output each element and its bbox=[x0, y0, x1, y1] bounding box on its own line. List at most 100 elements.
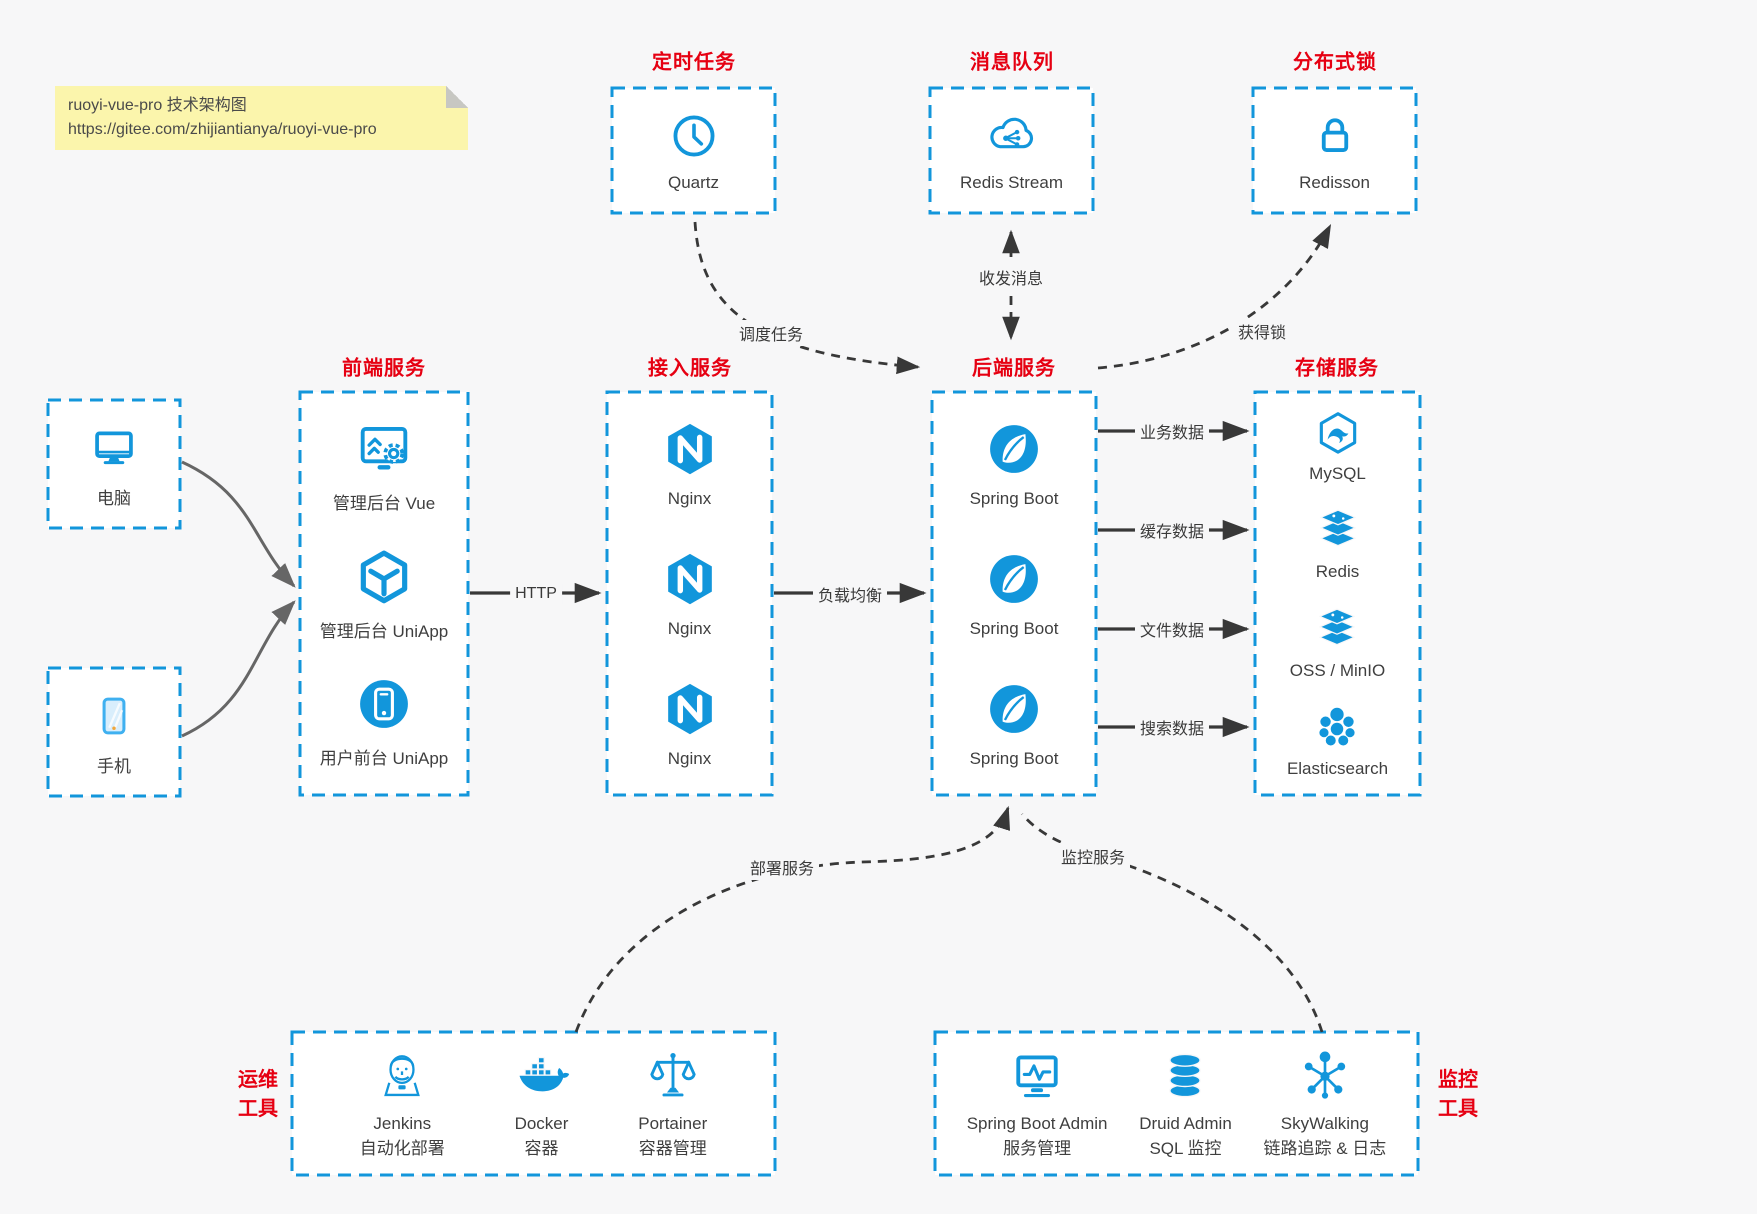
admin-vue-label: 管理后台 Vue bbox=[332, 494, 436, 513]
spring-boot-icon bbox=[990, 685, 1038, 733]
sba-node: Spring Boot Admin 服务管理 bbox=[967, 1046, 1108, 1162]
druid-desc: SQL 监控 bbox=[1149, 1139, 1222, 1158]
admin-vue-node: 管理后台 Vue bbox=[333, 418, 435, 514]
jenkins-node: Jenkins 自动化部署 bbox=[360, 1046, 445, 1162]
note-url: https://gitee.com/zhijiantianya/ruoyi-vu… bbox=[68, 121, 377, 138]
edge-deploy-arrow bbox=[574, 805, 1010, 1033]
portainer-name: Portainer bbox=[638, 1113, 708, 1133]
springboot-label-3: Spring Boot bbox=[969, 749, 1059, 768]
note-title: ruoyi-vue-pro 技术架构图 bbox=[68, 97, 247, 114]
portainer-node: Portainer 容器管理 bbox=[638, 1046, 707, 1162]
portainer-scales-icon bbox=[650, 1052, 696, 1096]
pc-label: 电脑 bbox=[97, 488, 131, 508]
edge-label-biz-data: 业务数据 bbox=[1134, 418, 1210, 444]
mysql-label: MySQL bbox=[1309, 464, 1366, 483]
spring-boot-icon bbox=[990, 555, 1038, 603]
redis-label: Redis bbox=[1315, 562, 1360, 582]
sba-name: Spring Boot Admin bbox=[966, 1113, 1108, 1133]
jenkins-name: Jenkins bbox=[373, 1113, 432, 1133]
storage-services-group: MySQL Redis bbox=[1255, 392, 1420, 795]
edge-label-lock: 获得锁 bbox=[1232, 318, 1292, 344]
edge-label-search-data: 搜索数据 bbox=[1134, 714, 1210, 740]
edge-label-deploy: 部署服务 bbox=[744, 854, 820, 880]
nginx-label-2: Nginx bbox=[667, 619, 712, 638]
edge-label-monitor: 监控服务 bbox=[1055, 843, 1131, 869]
phone-label: 手机 bbox=[97, 756, 131, 776]
title-backend-services: 后端服务 bbox=[972, 357, 1056, 380]
edge-pc-to-frontend bbox=[181, 460, 296, 588]
docker-icon bbox=[519, 1056, 569, 1091]
springboot-node-2: Spring Boot bbox=[969, 548, 1059, 639]
nginx-icon bbox=[667, 553, 712, 605]
pc-client-node: 电脑 bbox=[48, 400, 180, 528]
nginx-icon bbox=[667, 423, 712, 475]
druid-name: Druid Admin bbox=[1139, 1113, 1232, 1133]
docker-desc: 容器 bbox=[524, 1139, 559, 1158]
ops-tools-group: Jenkins 自动化部署 Docker 容器 bbox=[292, 1032, 775, 1175]
jenkins-desc: 自动化部署 bbox=[359, 1139, 445, 1158]
nginx-label-3: Nginx bbox=[667, 749, 712, 768]
mobile-app-circle-icon bbox=[360, 680, 408, 728]
springboot-node-1: Spring Boot bbox=[969, 418, 1059, 509]
mysql-node: MySQL bbox=[1309, 408, 1366, 484]
jenkins-icon bbox=[384, 1054, 421, 1096]
monitor-title-line1: 监控 bbox=[1438, 1069, 1478, 1091]
edge-lock-arrow bbox=[1097, 224, 1332, 370]
elasticsearch-node: Elasticsearch bbox=[1287, 703, 1388, 779]
quartz-label: Quartz bbox=[667, 172, 720, 192]
phone-client-node: 手机 bbox=[48, 668, 180, 796]
redisson-label: Redisson bbox=[1299, 172, 1370, 192]
sba-desc: 服务管理 bbox=[1003, 1139, 1072, 1158]
monitor-tools-group: Spring Boot Admin 服务管理 Druid Admin SQL 监… bbox=[935, 1032, 1418, 1175]
redis-stream-label: Redis Stream bbox=[960, 172, 1063, 192]
nginx-node-1: Nginx bbox=[659, 418, 721, 509]
docker-name: Docker bbox=[514, 1113, 569, 1133]
title-scheduled-jobs: 定时任务 bbox=[652, 51, 736, 74]
skywalking-name: SkyWalking bbox=[1280, 1113, 1369, 1133]
uniapp-cube-icon bbox=[360, 550, 408, 603]
redis-stream-node: Redis Stream bbox=[930, 88, 1093, 213]
mysql-icon bbox=[1319, 412, 1356, 454]
springboot-node-3: Spring Boot bbox=[969, 678, 1059, 769]
edge-label-message: 收发消息 bbox=[973, 264, 1049, 290]
redis-node: Redis bbox=[1313, 506, 1363, 582]
springboot-label-1: Spring Boot bbox=[969, 489, 1059, 508]
cloud-share-icon bbox=[989, 117, 1033, 148]
backend-services-group: Spring Boot Spring Boot Spring Boot bbox=[932, 392, 1096, 795]
user-uniapp-label: 用户前台 UniApp bbox=[319, 749, 449, 768]
nginx-icon bbox=[667, 683, 712, 735]
monitor-title-line2: 工具 bbox=[1438, 1098, 1478, 1120]
ops-title-line1: 运维 bbox=[238, 1069, 278, 1091]
nginx-node-2: Nginx bbox=[659, 548, 721, 639]
admin-uniapp-node: 管理后台 UniApp bbox=[320, 546, 448, 642]
quartz-node: Quartz bbox=[612, 88, 775, 213]
title-frontend-services: 前端服务 bbox=[342, 357, 426, 380]
sticky-note: ruoyi-vue-pro 技术架构图 https://gitee.com/zh… bbox=[55, 86, 468, 150]
oss-minio-node: OSS / MinIO bbox=[1290, 605, 1385, 681]
title-storage-services: 存储服务 bbox=[1295, 357, 1379, 380]
ops-title-line2: 工具 bbox=[238, 1098, 278, 1120]
druid-node: Druid Admin SQL 监控 bbox=[1139, 1046, 1232, 1162]
elasticsearch-label: Elasticsearch bbox=[1286, 758, 1389, 778]
phone-icon bbox=[102, 697, 126, 734]
spring-boot-icon bbox=[990, 425, 1038, 473]
title-monitor-tools: 监控 工具 bbox=[1428, 1066, 1488, 1124]
clock-icon bbox=[673, 115, 714, 156]
nginx-label-1: Nginx bbox=[667, 489, 712, 508]
desktop-icon bbox=[95, 431, 133, 464]
edge-label-cache-data: 缓存数据 bbox=[1134, 517, 1210, 543]
admin-uniapp-label: 管理后台 UniApp bbox=[319, 621, 449, 641]
springboot-label-2: Spring Boot bbox=[969, 619, 1059, 638]
skywalking-graph-icon bbox=[1304, 1051, 1346, 1099]
oss-minio-label: OSS / MinIO bbox=[1289, 660, 1386, 680]
skywalking-node: SkyWalking 链路追踪 & 日志 bbox=[1263, 1046, 1386, 1162]
lock-icon bbox=[1321, 117, 1348, 152]
edge-label-http: HTTP bbox=[510, 584, 562, 604]
redisson-node: Redisson bbox=[1253, 88, 1416, 213]
title-gateway-services: 接入服务 bbox=[648, 357, 732, 380]
elasticsearch-icon bbox=[1319, 707, 1356, 746]
edge-label-file-data: 文件数据 bbox=[1134, 616, 1210, 642]
edge-phone-to-frontend bbox=[181, 600, 296, 738]
